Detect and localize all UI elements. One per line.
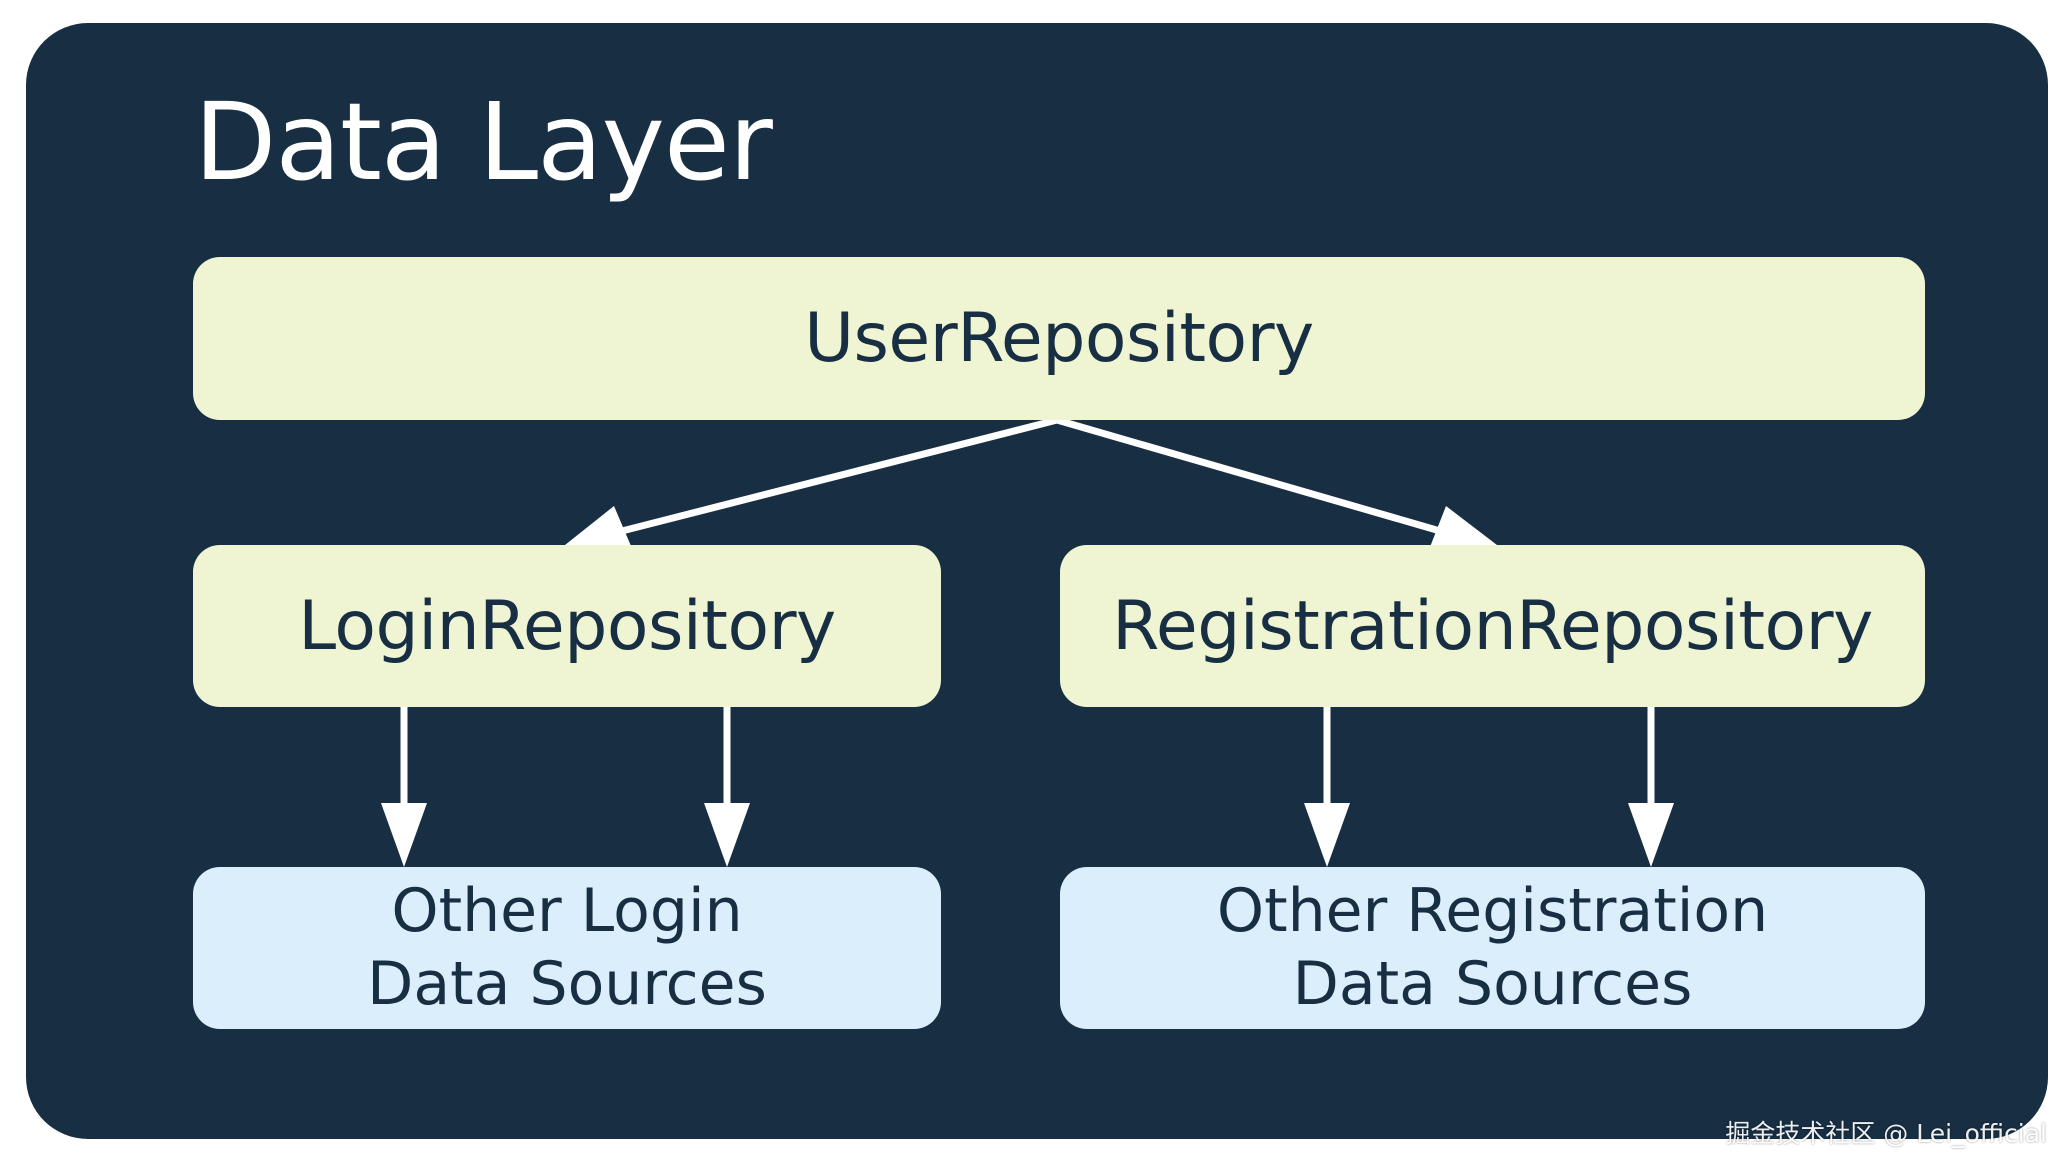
arrow-user-to-login	[618, 416, 1061, 535]
diagram-title: Data Layer	[194, 81, 773, 205]
login-repository-label: LoginRepository	[298, 586, 836, 666]
arrowhead-login-sources-right	[704, 803, 750, 867]
registration-data-sources-line2: Data Sources	[1292, 949, 1693, 1019]
user-repository-node: UserRepository	[193, 257, 1925, 420]
arrow-user-to-registration	[1053, 416, 1444, 535]
arrowhead-registration-sources-left	[1304, 803, 1350, 867]
login-repository-node: LoginRepository	[193, 545, 941, 707]
login-data-sources-line1: Other Login	[391, 876, 743, 946]
arrowhead-login	[565, 506, 631, 546]
registration-repository-node: RegistrationRepository	[1060, 545, 1925, 707]
login-data-sources-line2: Data Sources	[367, 949, 767, 1019]
registration-data-sources-line1: Other Registration	[1216, 876, 1769, 946]
registration-repository-label: RegistrationRepository	[1112, 586, 1873, 666]
login-data-sources-node: Other Login Data Sources	[193, 867, 941, 1029]
registration-data-sources-node: Other Registration Data Sources	[1060, 867, 1925, 1029]
arrowhead-registration	[1430, 506, 1497, 547]
arrowhead-registration-sources-right	[1628, 803, 1674, 867]
arrowhead-login-sources-left	[381, 803, 427, 867]
user-repository-label: UserRepository	[804, 299, 1314, 378]
watermark: 掘金技术社区 @ Lei_official	[1725, 1119, 2047, 1148]
